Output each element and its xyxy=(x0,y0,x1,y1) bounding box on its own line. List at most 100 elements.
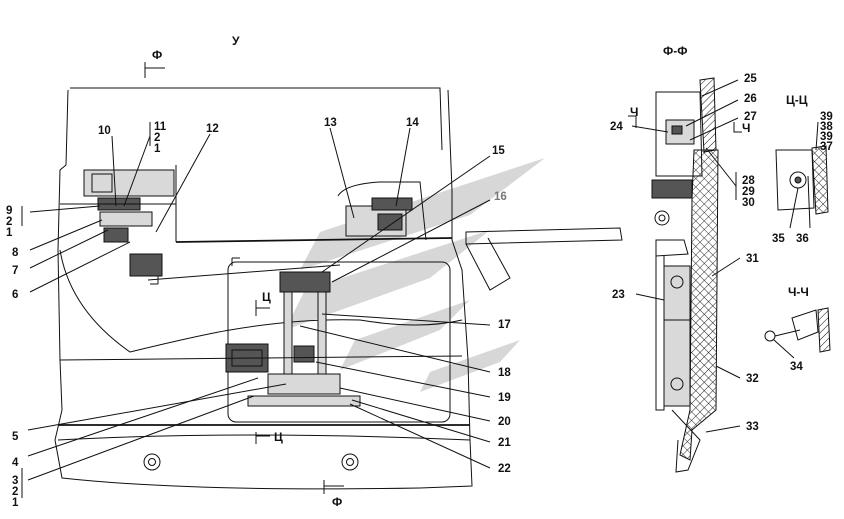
section-mark-f-bottom xyxy=(323,480,344,494)
hinge-clamp-lower xyxy=(103,227,129,243)
svg-text:11: 11 xyxy=(154,121,167,133)
section-mark-c-upper xyxy=(255,300,270,316)
main-view xyxy=(54,87,623,490)
lower-rail-curve xyxy=(57,434,471,441)
lower-bolt-left xyxy=(143,453,161,471)
bracket-window xyxy=(91,173,113,193)
svg-text:2: 2 xyxy=(154,132,160,144)
callout-13: 13 xyxy=(324,117,337,129)
stacked-callout-39: 39 38 39 37 xyxy=(820,111,833,153)
callout-20: 20 xyxy=(498,416,511,428)
latch-top xyxy=(279,271,331,293)
callout-27: 27 xyxy=(744,111,757,123)
lower-bolt-left-inner xyxy=(148,458,156,466)
svg-text:1: 1 xyxy=(6,227,13,239)
corner-mark-2 xyxy=(150,276,159,285)
callout-25: 25 xyxy=(744,73,757,85)
svg-text:2: 2 xyxy=(12,486,18,498)
callout-6: 6 xyxy=(12,289,18,301)
section-label-ch-left: Ч xyxy=(630,105,638,119)
right-clamp-upper xyxy=(371,197,413,211)
lower-bolt-right xyxy=(341,453,359,471)
section-label-f-top: Ф xyxy=(152,48,162,62)
svg-text:1: 1 xyxy=(12,497,19,509)
body-outline xyxy=(54,89,473,490)
svg-text:30: 30 xyxy=(742,197,755,209)
callout-31: 31 xyxy=(746,253,759,265)
section-mark-c-lower xyxy=(255,432,270,444)
rod-bolt-bottom xyxy=(670,377,684,391)
callout-labels: 10 12 13 14 15 16 8 7 6 5 4 17 18 19 20 … xyxy=(6,73,833,509)
callout-5: 5 xyxy=(12,431,19,443)
cc-wall-section xyxy=(811,145,829,215)
rod-left xyxy=(655,256,665,411)
stacked-callout-9: 9 2 1 xyxy=(6,205,13,239)
section-label-c-upper: Ц xyxy=(262,290,271,304)
chch-latch xyxy=(791,309,819,341)
chch-wall-section xyxy=(817,307,831,353)
callout-24: 24 xyxy=(610,121,623,133)
latch-column-left xyxy=(283,291,293,375)
pivot-pin xyxy=(654,210,670,226)
rod-bolt-top xyxy=(670,275,684,289)
callout-23: 23 xyxy=(612,289,625,301)
callout-36: 36 xyxy=(796,233,809,245)
svg-text:2: 2 xyxy=(6,216,12,228)
view-title-main: У xyxy=(232,34,240,48)
section-ff-view: Ф-Ф xyxy=(651,44,719,473)
callout-7: 7 xyxy=(12,265,18,277)
lever-arm xyxy=(465,227,623,245)
callout-10: 10 xyxy=(98,125,111,137)
plate-edge xyxy=(175,237,453,243)
svg-text:9: 9 xyxy=(6,205,12,217)
chch-ring-link xyxy=(774,329,801,337)
cutout-curve xyxy=(59,249,463,353)
callout-35: 35 xyxy=(772,233,785,245)
stacked-callout-11: 11 2 1 xyxy=(154,121,167,155)
callout-34: 34 xyxy=(790,361,803,373)
cc-roller-axle xyxy=(794,176,802,184)
latch-base xyxy=(267,373,341,395)
svg-text:38: 38 xyxy=(820,121,833,133)
svg-text:28: 28 xyxy=(742,175,755,187)
lever-end xyxy=(655,239,689,257)
cc-housing xyxy=(775,149,815,211)
right-clamp-lower xyxy=(377,213,403,231)
leader-lines xyxy=(21,79,819,498)
corner-mark-1 xyxy=(231,257,240,266)
latch-plate xyxy=(247,395,361,407)
svg-text:1: 1 xyxy=(154,143,161,155)
view-title-chch: Ч-Ч xyxy=(788,285,809,299)
section-label-f-bottom: Ф xyxy=(332,495,342,509)
section-mark-f-top xyxy=(144,62,165,78)
callout-32: 32 xyxy=(746,373,759,385)
svg-text:3: 3 xyxy=(12,475,18,487)
wall-section xyxy=(679,149,719,461)
callout-33: 33 xyxy=(746,421,759,433)
bottom-bracket xyxy=(671,409,701,473)
latch-mid-block xyxy=(293,345,315,363)
svg-text:39: 39 xyxy=(820,111,833,123)
callout-4: 4 xyxy=(12,457,19,469)
pivot-pin-inner xyxy=(658,214,666,222)
svg-text:29: 29 xyxy=(742,186,755,198)
callout-14: 14 xyxy=(406,117,419,129)
section-marks: Ф Ф Ц Ц У xyxy=(144,34,344,509)
callout-8: 8 xyxy=(12,247,19,259)
callout-22: 22 xyxy=(498,463,511,475)
clamp-block xyxy=(651,179,693,199)
svg-text:37: 37 xyxy=(820,141,833,153)
latch-screw xyxy=(671,125,683,135)
section-label-ch-right: Ч xyxy=(742,121,750,135)
callout-21: 21 xyxy=(498,437,511,449)
chch-ring xyxy=(764,330,776,342)
right-bracket-frame xyxy=(337,181,427,241)
latch-column-right xyxy=(317,291,327,375)
callout-17: 17 xyxy=(498,319,511,331)
section-label-c-lower: Ц xyxy=(274,430,283,444)
lower-bolt-right-inner xyxy=(346,458,354,466)
watermark-logo xyxy=(285,158,545,392)
stacked-callout-28: 28 29 30 xyxy=(742,175,755,209)
callout-18: 18 xyxy=(498,367,511,379)
